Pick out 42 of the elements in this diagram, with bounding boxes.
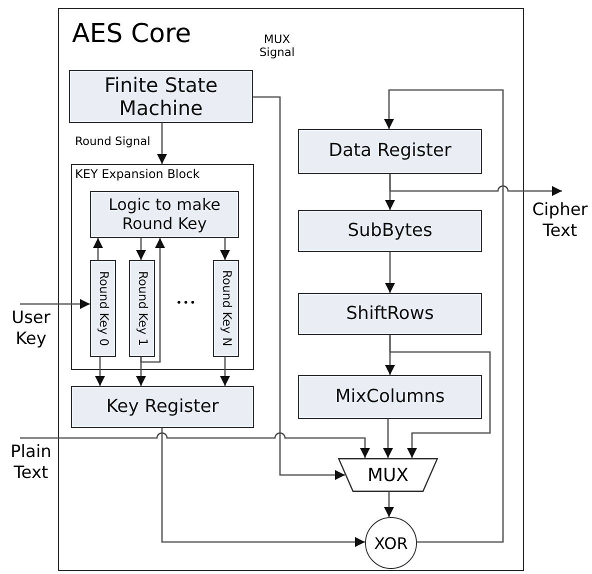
arrow — [220, 238, 230, 260]
arrow — [220, 357, 230, 386]
arrow — [253, 96, 345, 480]
round-key-box — [213, 260, 239, 357]
arrow — [93, 238, 103, 260]
arrow — [389, 335, 491, 458]
arrow — [20, 299, 90, 309]
process-box: Key Register — [71, 386, 254, 428]
arrow — [383, 419, 393, 458]
process-box: ShiftRows — [298, 293, 482, 335]
core-frame — [58, 8, 524, 571]
io-label: Plain Text — [6, 438, 56, 490]
arrow — [140, 238, 165, 363]
arrow — [384, 492, 394, 517]
block-frame — [71, 164, 254, 370]
key-label: Round Key 1 — [135, 271, 149, 346]
block-heading: AES Core — [72, 19, 192, 49]
key-label: Round Key 0 — [96, 271, 110, 346]
arrow — [136, 357, 146, 386]
key-label: Round Key N — [219, 270, 233, 347]
arrow — [384, 89, 504, 543]
arrow — [20, 432, 370, 458]
arrow — [136, 238, 146, 260]
process-box: Logic to make Round Key — [90, 191, 239, 238]
mux-label: MUX — [367, 464, 409, 486]
process-box: SubBytes — [298, 210, 482, 252]
io-label: Cipher Text — [528, 191, 592, 243]
io-label: User Key — [6, 304, 56, 352]
process-box: Finite State Machine — [69, 70, 253, 123]
arrow — [95, 357, 105, 386]
block-heading: KEY Expansion Block — [75, 167, 200, 181]
round-key-box — [129, 260, 155, 357]
arrow — [389, 174, 562, 196]
xor-circle: XOR — [365, 517, 417, 569]
arrow — [157, 123, 167, 164]
process-box: Data Register — [298, 129, 482, 174]
process-box: MixColumns — [298, 375, 482, 419]
round-key-box — [90, 260, 116, 357]
ellipsis-mark: ••• — [176, 298, 197, 309]
arrow — [385, 252, 395, 293]
edge-label: Round Signal — [75, 135, 150, 148]
arrow — [161, 428, 365, 547]
